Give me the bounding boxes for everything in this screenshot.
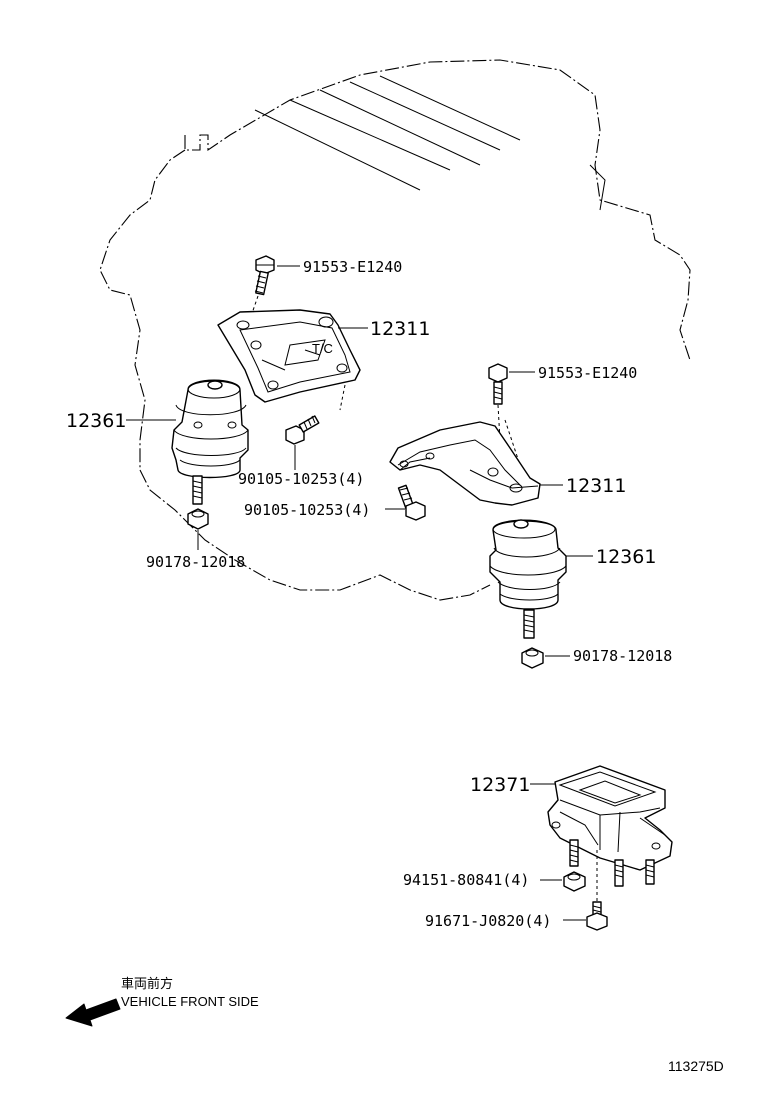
diagram-code: 113275D — [668, 1058, 724, 1074]
label-bolt-mid-left: 90105-10253(4) — [238, 470, 364, 488]
nut-right — [521, 647, 544, 669]
vehicle-front-arrow-icon — [65, 998, 121, 1027]
bolt-mid-right — [397, 484, 426, 521]
label-bolt-top-left: 91553-E1240 — [303, 258, 402, 276]
engine-outline — [99, 59, 691, 601]
direction-japanese: 車両前方 — [121, 976, 173, 991]
label-rear-nut: 94151-80841(4) — [403, 871, 529, 889]
label-bracket-right: 12311 — [566, 475, 626, 497]
label-rear-mount: 12371 — [470, 774, 530, 796]
rear-nut — [563, 871, 586, 892]
label-nut-right: 90178-12018 — [573, 647, 672, 665]
label-bracket-top-left: 12311 — [370, 318, 430, 340]
bracket-right — [389, 421, 541, 506]
label-mount-right: 12361 — [596, 546, 656, 568]
bolt-top-right — [488, 363, 526, 481]
nut-left — [187, 508, 209, 530]
bolt-mid-left — [285, 415, 320, 445]
direction-english: VEHICLE FRONT SIDE — [121, 994, 259, 1009]
label-rear-bolt: 91671-J0820(4) — [425, 912, 551, 930]
label-bolt-top-right: 91553-E1240 — [538, 364, 637, 382]
label-bolt-mid-right: 90105-10253(4) — [244, 501, 370, 519]
label-nut-left: 90178-12018 — [146, 553, 245, 571]
engine-mount-left — [171, 379, 249, 505]
bracket-upper-left: T/C — [217, 309, 361, 403]
engine-mount-right — [489, 519, 567, 639]
bracket-mark: T/C — [312, 341, 333, 356]
rear-bolt — [586, 901, 608, 931]
rear-mount — [547, 765, 673, 902]
label-mount-left: 12361 — [66, 410, 126, 432]
